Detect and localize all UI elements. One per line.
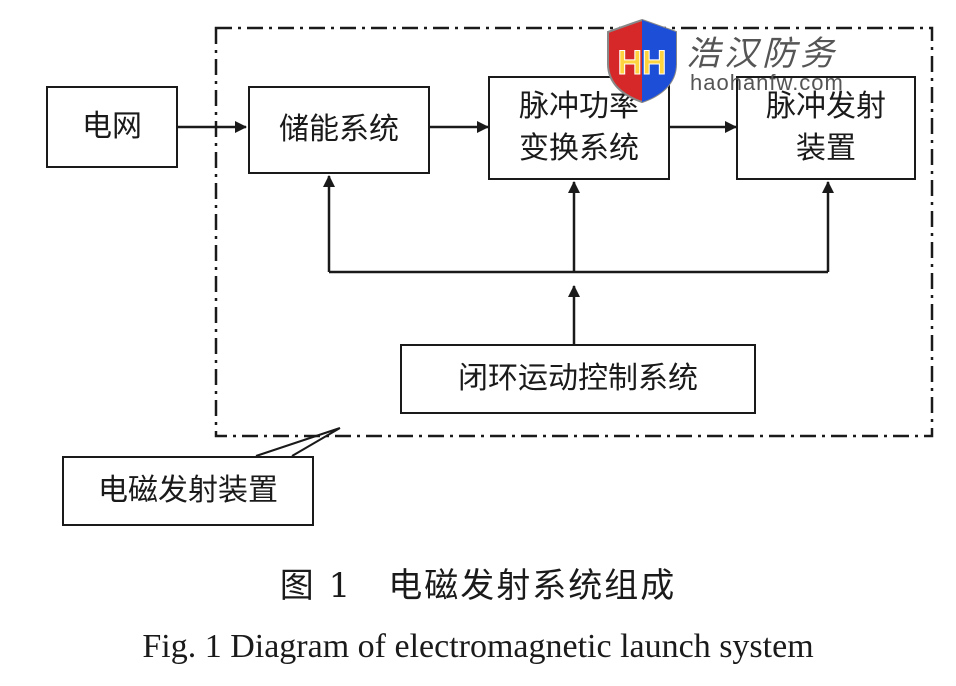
grid-label: 电网 [82, 109, 142, 144]
watermark-logo-icon: HH [607, 18, 677, 104]
watermark-name: 浩汉防务 [686, 34, 838, 74]
figure-caption-chinese: 图 1 电磁发射系统组成 [279, 566, 677, 606]
watermark-url: haohanfw.com [690, 70, 844, 95]
watermark-logo-letters: HH [617, 44, 666, 82]
pulse-power-label-line1: 脉冲功率 [519, 89, 639, 124]
launch-device-callout-label: 电磁发射装置 [98, 473, 278, 508]
pulse-launcher-block: 脉冲发射 装置 [736, 76, 916, 180]
pulse-launcher-label-line2: 装置 [796, 131, 856, 166]
callout-pointer [255, 427, 341, 457]
closed-loop-control-block: 闭环运动控制系统 [400, 344, 756, 414]
launch-device-boundary [214, 26, 934, 438]
pulse-power-label-line2: 变换系统 [519, 131, 639, 166]
launch-device-callout: 电磁发射装置 [62, 456, 314, 526]
pulse-launcher-label-line1: 脉冲发射 [766, 89, 886, 124]
figure-caption-english: Fig. 1 Diagram of electromagnetic launch… [142, 628, 814, 665]
closed-loop-control-label: 闭环运动控制系统 [458, 361, 698, 396]
energy-storage-label: 储能系统 [279, 112, 399, 147]
grid-block: 电网 [46, 86, 178, 168]
energy-storage-block: 储能系统 [248, 86, 430, 174]
